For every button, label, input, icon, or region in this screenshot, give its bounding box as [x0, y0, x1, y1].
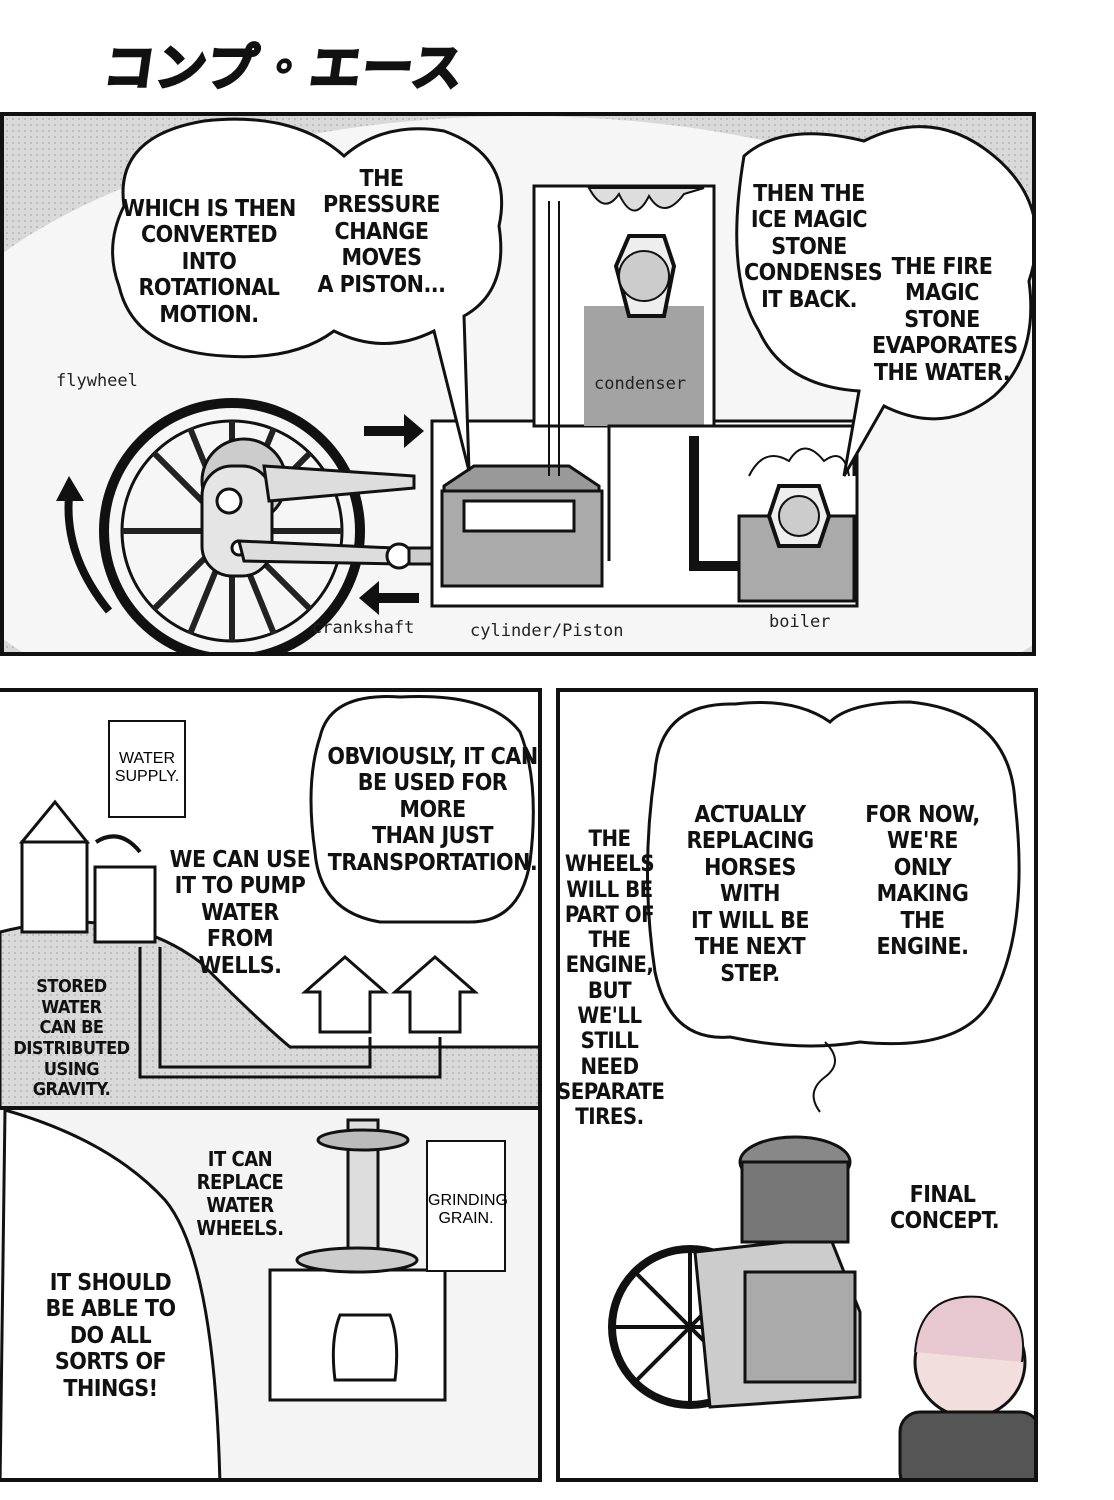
bubble-shape-rotation [111, 117, 504, 472]
bubble-shape-horses [646, 700, 1021, 1048]
bubble-replacing-horses: ACTUALLY REPLACING HORSES WITH IT WILL B… [686, 802, 814, 987]
panel-grinding-grain: IT CAN REPLACE WATER WHEELS. GRINDING GR… [0, 1106, 542, 1482]
bubble-pressure-change: THE PRESSURE CHANGE MOVES A PISTON... [317, 166, 446, 298]
label-flywheel: flywheel [56, 371, 138, 391]
text-final-concept: FINAL CONCEPT. [890, 1182, 1000, 1235]
label-cylinder-piston: cylinder/Piston [470, 621, 624, 641]
bubble-fire-magic-stone: THE FIRE MAGIC STONE EVAPORATES THE WATE… [872, 254, 1018, 386]
text-replace-water-wheels: IT CAN REPLACE WATER WHEELS. [196, 1147, 284, 1240]
bubble-shape-obviously [309, 694, 535, 924]
label-condenser: condenser [594, 374, 687, 394]
text-wheels-tires: THE WHEELS WILL BE PART OF THE ENGINE, B… [557, 827, 665, 1131]
bubble-all-sorts: IT SHOULD BE ABLE TO DO ALL SORTS OF THI… [45, 1270, 176, 1402]
caption-water-supply: WATER SUPPLY. [108, 720, 186, 818]
panel-water-supply: WATER SUPPLY. OBVIOUSLY, IT CAN BE USED … [0, 688, 542, 1110]
bubble-ice-magic-stone: THEN THE ICE MAGIC STONE CONDENSES IT BA… [744, 181, 883, 313]
label-boiler: boiler [769, 612, 831, 632]
label-crankshaft: crankshaft [312, 618, 415, 638]
panel-final-concept: ACTUALLY REPLACING HORSES WITH IT WILL B… [556, 688, 1038, 1482]
bubble-only-engine: FOR NOW, WE'RE ONLY MAKING THE ENGINE. [865, 802, 980, 961]
grinding-grain-art [0, 1110, 538, 1478]
final-concept-art [608, 700, 1034, 1478]
bubble-rotational-motion: WHICH IS THEN CONVERTED INTO ROTATIONAL … [122, 196, 296, 328]
caption-grinding-grain: GRINDING GRAIN. [426, 1140, 508, 1272]
water-supply-art [0, 694, 538, 1106]
bubble-obviously: OBVIOUSLY, IT CAN BE USED FOR MORE THAN … [327, 744, 538, 876]
text-stored-water: STORED WATER CAN BE DISTRIBUTED USING GR… [13, 976, 130, 1101]
magazine-logo: コンプ・エース [99, 39, 470, 98]
bubble-shape-stones [735, 125, 1032, 477]
bubble-shape-things [0, 1110, 222, 1478]
engine-diagram-art [4, 116, 1032, 652]
text-pump-water: WE CAN USE IT TO PUMP WATER FROM WELLS. [169, 847, 311, 979]
panel-engine-diagram: WHICH IS THEN CONVERTED INTO ROTATIONAL … [0, 112, 1036, 656]
